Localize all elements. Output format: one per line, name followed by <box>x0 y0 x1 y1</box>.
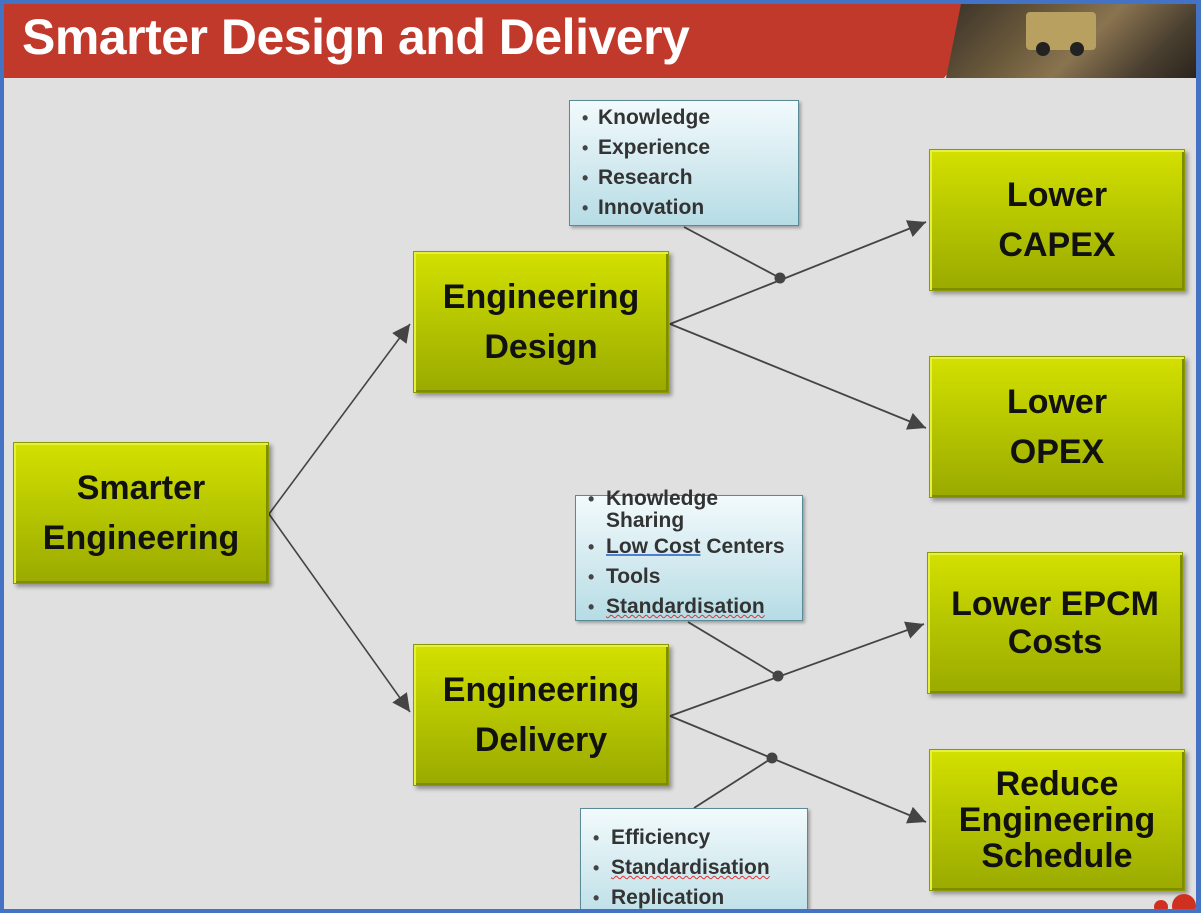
note-item: Standardisation <box>576 592 802 622</box>
note-item-text: Sharing <box>606 509 685 532</box>
haul-truck-icon <box>1026 12 1096 56</box>
junction-dot-schedule <box>766 752 778 764</box>
note-item: Replication <box>581 883 807 909</box>
note-item: Standardisation <box>581 853 807 883</box>
note-item: Experience <box>570 133 798 163</box>
note-item-text: Standardisation <box>606 595 765 618</box>
title-bar: Smarter Design and Delivery <box>4 4 1196 78</box>
node-line: CAPEX <box>998 226 1116 264</box>
node-line: Schedule <box>981 837 1133 875</box>
note-item: Research <box>570 163 798 193</box>
arrow-design-to-opex <box>669 323 927 430</box>
junction-dot-capex <box>774 272 786 284</box>
node-line: Lower <box>1006 383 1108 421</box>
slide-title: Smarter Design and Delivery <box>22 9 690 65</box>
node-line: Reduce <box>995 765 1119 803</box>
note-item: Low Cost Centers <box>576 532 802 562</box>
note-item: Efficiency <box>581 823 807 853</box>
node-engineering-design[interactable]: Engineering Design <box>413 251 669 393</box>
node-line: Engineering <box>958 801 1156 839</box>
note-item-text: Low Cost <box>606 535 701 558</box>
connector-delivery-inputs <box>687 621 779 677</box>
arrow-root-to-delivery <box>268 513 411 713</box>
note-delivery-inputs: Knowledge Sharing Low Cost Centers Tools… <box>575 488 803 622</box>
node-line: Lower EPCM <box>951 585 1159 623</box>
arrow-design-to-capex <box>669 220 927 325</box>
node-lower-capex[interactable]: Lower CAPEX <box>929 149 1185 291</box>
node-line: Lower <box>1006 176 1108 214</box>
connector-schedule-inputs <box>693 757 773 809</box>
node-line: Engineering <box>442 278 640 316</box>
arrow-delivery-to-epcm <box>669 621 925 717</box>
node-smarter-engineering[interactable]: Smarter Engineering <box>13 442 269 584</box>
node-line: Costs <box>1007 623 1103 661</box>
node-line: OPEX <box>1009 433 1105 471</box>
node-line: Engineering <box>442 671 640 709</box>
slide-frame: Smarter Design and Delivery Smarter <box>4 4 1196 909</box>
node-lower-opex[interactable]: Lower OPEX <box>929 356 1185 498</box>
node-lower-epcm-costs[interactable]: Lower EPCM Costs <box>927 552 1183 694</box>
note-item-text: Centers <box>700 535 785 558</box>
node-engineering-delivery[interactable]: Engineering Delivery <box>413 644 669 786</box>
arrow-root-to-design <box>268 323 411 515</box>
node-line: Delivery <box>474 721 608 759</box>
node-reduce-engineering-schedule[interactable]: Reduce Engineering Schedule <box>929 749 1185 891</box>
connector-design-inputs <box>683 226 781 279</box>
note-design-inputs: Knowledge Experience Research Innovation <box>569 100 799 226</box>
note-item-text: Standardisation <box>611 856 770 879</box>
note-schedule-inputs: Efficiency Standardisation Replication <box>580 808 808 909</box>
node-line: Design <box>484 328 598 366</box>
mining-truck-photo <box>946 4 1196 78</box>
decorative-circle <box>1154 900 1168 909</box>
node-line: Smarter <box>76 469 206 507</box>
junction-dot-epcm <box>772 670 784 682</box>
arrow-delivery-to-schedule <box>669 715 927 824</box>
decorative-circle <box>1172 894 1196 909</box>
note-item-text: Knowledge <box>606 487 719 510</box>
connectors <box>268 220 927 824</box>
node-line: Engineering <box>42 519 240 557</box>
note-item: Tools <box>576 562 802 592</box>
note-item: Innovation <box>570 193 798 223</box>
title-banner <box>4 4 1004 78</box>
note-item: Knowledge <box>570 103 798 133</box>
note-item: Knowledge Sharing <box>576 488 802 532</box>
